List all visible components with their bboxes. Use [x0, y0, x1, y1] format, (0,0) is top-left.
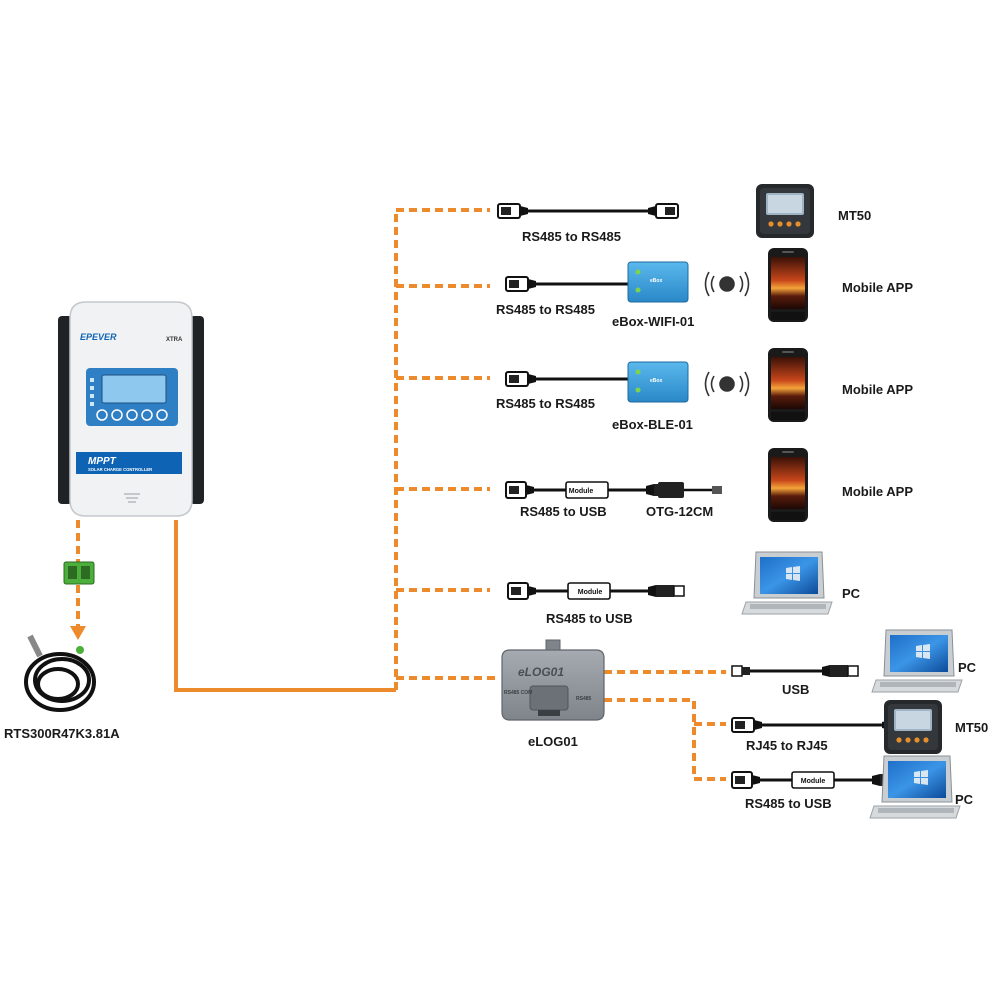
- rs485-cable-1: [496, 202, 680, 220]
- controller-vent: [124, 493, 140, 503]
- controller-leds: [90, 378, 94, 406]
- usb-module-cable-otg: [504, 480, 684, 500]
- smartphone-icon-wifi: [768, 248, 808, 322]
- sensor-arrow: [70, 626, 86, 640]
- laptop-icon-pc: [741, 551, 833, 615]
- svg-text:eBox: eBox: [650, 278, 662, 284]
- bluetooth-icon: [704, 371, 750, 397]
- module-label-ble: eBox-BLE-01: [612, 417, 693, 432]
- device-label-elog-rs485usb: PC: [955, 792, 974, 807]
- elog-label: eLOG01: [528, 734, 578, 749]
- module-tag-otg: Module: [569, 488, 594, 495]
- controller-side-left: [58, 316, 72, 504]
- module-tag-pc: Module: [578, 589, 603, 596]
- elog-device: eLOG01 RS485 COM RS485: [501, 639, 605, 721]
- mt50-meter-icon-top: [756, 184, 814, 238]
- laptop-icon-elog-rs485usb: [869, 755, 961, 819]
- cable-label-wifi: RS485 to RS485: [496, 302, 595, 317]
- cable-label-ble: RS485 to RS485: [496, 396, 595, 411]
- terminal-block-icon: [63, 561, 95, 585]
- device-label-ble: Mobile APP: [842, 382, 913, 397]
- controller-mppt: MPPT: [88, 456, 117, 467]
- controller-side-right: [190, 316, 204, 504]
- svg-text:eBox: eBox: [650, 378, 662, 384]
- cable-label-otg: RS485 to USB: [520, 504, 607, 519]
- cable-label-pc: RS485 to USB: [546, 611, 633, 626]
- cable-label-elog-rj45: RJ45 to RJ45: [746, 738, 828, 753]
- temperature-sensor-icon: [24, 634, 96, 712]
- mt50-meter-icon-elog: [884, 700, 942, 754]
- laptop-icon-elog-usb: [871, 629, 963, 693]
- controller-brand: EPEVER: [80, 332, 117, 342]
- adapter-label-otg: OTG-12CM: [646, 504, 713, 519]
- ebox-wifi-module: eBox: [627, 261, 689, 303]
- elog-port-left: RS485 COM: [504, 690, 532, 696]
- device-label-wifi: Mobile APP: [842, 280, 913, 295]
- elog-port-right: RS485: [576, 696, 592, 702]
- usb-cable-icon: [731, 665, 859, 677]
- sensor-label: RTS300R47K3.81A: [4, 726, 120, 741]
- elog-split-line: [604, 698, 696, 779]
- device-label-elog-usb: PC: [958, 660, 977, 675]
- cable-label-mt50: RS485 to RS485: [522, 229, 621, 244]
- device-label-pc: PC: [842, 586, 861, 601]
- wifi-icon: [704, 271, 750, 297]
- controller-model: XTRA: [166, 337, 183, 343]
- cable-label-elog-usb: USB: [782, 682, 809, 697]
- module-label-wifi: eBox-WIFI-01: [612, 314, 694, 329]
- device-label-otg: Mobile APP: [842, 484, 913, 499]
- device-label-elog-rj45: MT50: [955, 720, 988, 735]
- otg-adapter-icon: [658, 482, 722, 498]
- cable-label-elog-rs485usb: RS485 to USB: [745, 796, 832, 811]
- controller-trunk-line: [174, 520, 396, 692]
- module-tag-elog: Module: [801, 778, 826, 785]
- ebox-ble-module: eBox: [627, 361, 689, 403]
- elog-logo: eLOG01: [518, 665, 564, 679]
- controller-subtitle: SOLAR CHARGE CONTROLLER: [88, 467, 152, 472]
- controller-mppt-band: [76, 452, 182, 474]
- connection-lines: [76, 208, 726, 781]
- charge-controller: EPEVER XTRA MPPT SOLAR CHARGE CONTROLLER: [58, 301, 204, 517]
- smartphone-icon-otg: [768, 448, 808, 522]
- controller-buttons: [96, 409, 168, 421]
- smartphone-icon-ble: [768, 348, 808, 422]
- controller-lcd: [101, 374, 167, 404]
- device-label-mt50: MT50: [838, 208, 871, 223]
